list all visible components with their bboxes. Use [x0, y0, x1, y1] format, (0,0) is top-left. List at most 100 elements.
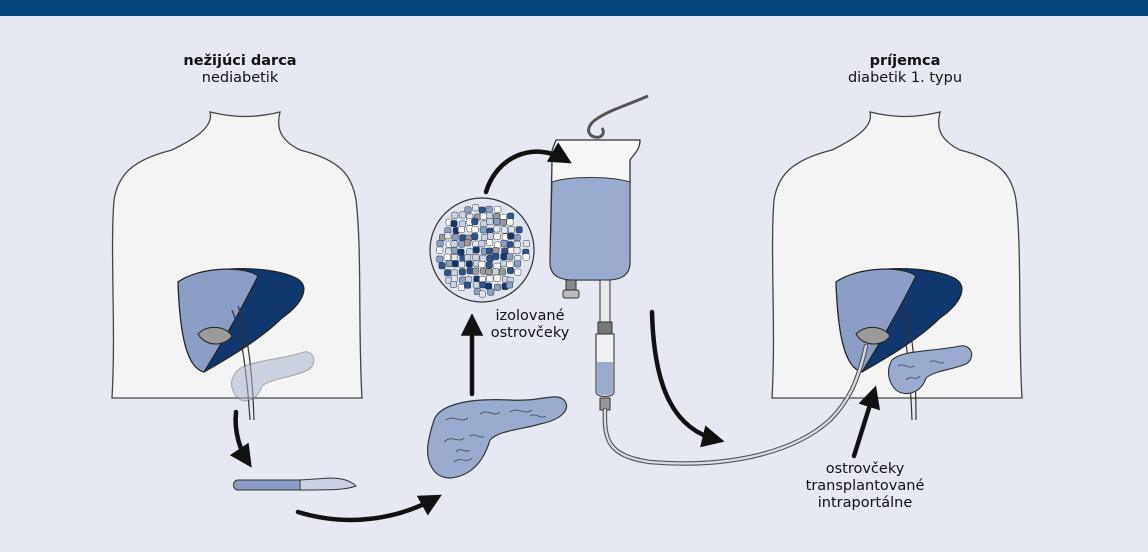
islet-cell: [485, 283, 491, 289]
islet-cell: [494, 275, 500, 281]
islets-label: izolované ostrovčeky: [470, 308, 590, 342]
islet-cell: [445, 233, 451, 239]
islet-cell: [464, 282, 470, 288]
islet-cell: [494, 233, 500, 239]
islet-cell: [481, 221, 487, 227]
islet-cell: [444, 270, 450, 276]
islet-cell: [480, 255, 486, 261]
islet-cell: [494, 226, 500, 232]
islet-cell: [494, 218, 500, 224]
recipient-torso: [772, 112, 1022, 398]
islet-cell: [479, 241, 485, 247]
islet-cell: [444, 254, 450, 260]
recipient-subtitle: diabetik 1. typu: [830, 70, 980, 87]
donor-torso: [112, 112, 362, 398]
islet-cell: [507, 261, 513, 267]
islet-cell: [451, 247, 457, 253]
islet-cell: [507, 241, 513, 247]
islet-cell: [480, 227, 486, 233]
islet-cell: [472, 218, 478, 224]
islet-cell: [514, 241, 520, 247]
islet-cell: [452, 234, 458, 240]
islet-cell: [479, 207, 485, 213]
islet-cell: [508, 227, 514, 233]
islet-cell: [458, 261, 464, 267]
islet-cell: [499, 269, 505, 275]
islet-cell: [515, 269, 521, 275]
islet-cell: [458, 249, 464, 255]
islet-cell: [473, 247, 479, 253]
islet-cell: [480, 213, 486, 219]
extracted-pancreas: [428, 397, 567, 478]
islets-label-line2: ostrovčeky: [470, 325, 590, 342]
islet-cell: [514, 235, 520, 241]
islet-cell: [459, 269, 465, 275]
islet-cell: [514, 261, 520, 267]
islet-cell: [500, 219, 506, 225]
islet-cell: [486, 248, 492, 254]
islet-cell: [473, 268, 479, 274]
islet-cell: [451, 275, 457, 281]
islet-cell: [459, 241, 465, 247]
islet-cell: [500, 261, 506, 267]
islet-cell: [494, 284, 500, 290]
islet-cell: [471, 233, 477, 239]
islet-cell: [466, 261, 472, 267]
islet-cell: [472, 226, 478, 232]
islet-cell: [473, 254, 479, 260]
islet-cell: [486, 269, 492, 275]
transplant-label: ostrovčeky transplantované intraportálne: [790, 461, 940, 512]
islet-cell: [488, 289, 494, 295]
islet-cell: [451, 220, 457, 226]
islet-cell: [501, 253, 507, 259]
transplant-label-line1: ostrovčeky: [790, 461, 940, 478]
islet-cell: [467, 248, 473, 254]
islet-cell: [495, 206, 501, 212]
islet-cell: [486, 262, 492, 268]
islet-cell: [472, 205, 478, 211]
islet-cell: [437, 247, 443, 253]
islet-cell: [507, 254, 513, 260]
islet-cell: [523, 254, 529, 260]
islet-cell: [501, 240, 507, 246]
islet-cell: [437, 240, 443, 246]
islet-cell: [446, 260, 452, 266]
islet-cell: [486, 212, 492, 218]
arrow-to-pancreas: [854, 392, 874, 456]
islet-cell: [487, 275, 493, 281]
islet-cell: [437, 256, 443, 262]
islet-cell: [507, 219, 513, 225]
islet-cell: [439, 263, 445, 269]
islet-cell: [493, 253, 499, 259]
recipient-label: príjemca diabetik 1. typu: [830, 53, 980, 87]
islet-cell: [493, 247, 499, 253]
recipient-title: príjemca: [830, 53, 980, 70]
islet-cell: [506, 282, 512, 288]
scalpel-icon: [234, 478, 357, 490]
islet-cell: [507, 213, 513, 219]
islet-cell: [523, 240, 529, 246]
islet-cell: [473, 282, 479, 288]
islet-cell: [493, 268, 499, 274]
islet-cell: [486, 206, 492, 212]
islet-cell: [452, 212, 458, 218]
islet-cell: [479, 291, 485, 297]
donor-label: nežijúci darca nediabetik: [180, 53, 300, 87]
islets-cluster: [430, 198, 534, 302]
islet-cell: [516, 227, 522, 233]
islet-cell: [486, 239, 492, 245]
islet-cell: [507, 233, 513, 239]
islet-cell: [487, 233, 493, 239]
islet-cell: [450, 281, 456, 287]
islet-cell: [451, 241, 457, 247]
islet-cell: [451, 254, 457, 260]
donor-title: nežijúci darca: [180, 53, 300, 70]
islet-cell: [473, 241, 479, 247]
islet-cell: [514, 247, 520, 253]
islet-cell: [507, 267, 513, 273]
donor-subtitle: nediabetik: [180, 70, 300, 87]
transplant-label-line2: transplantované: [790, 478, 940, 495]
islet-cell: [458, 226, 464, 232]
islets-label-line1: izolované: [470, 308, 590, 325]
